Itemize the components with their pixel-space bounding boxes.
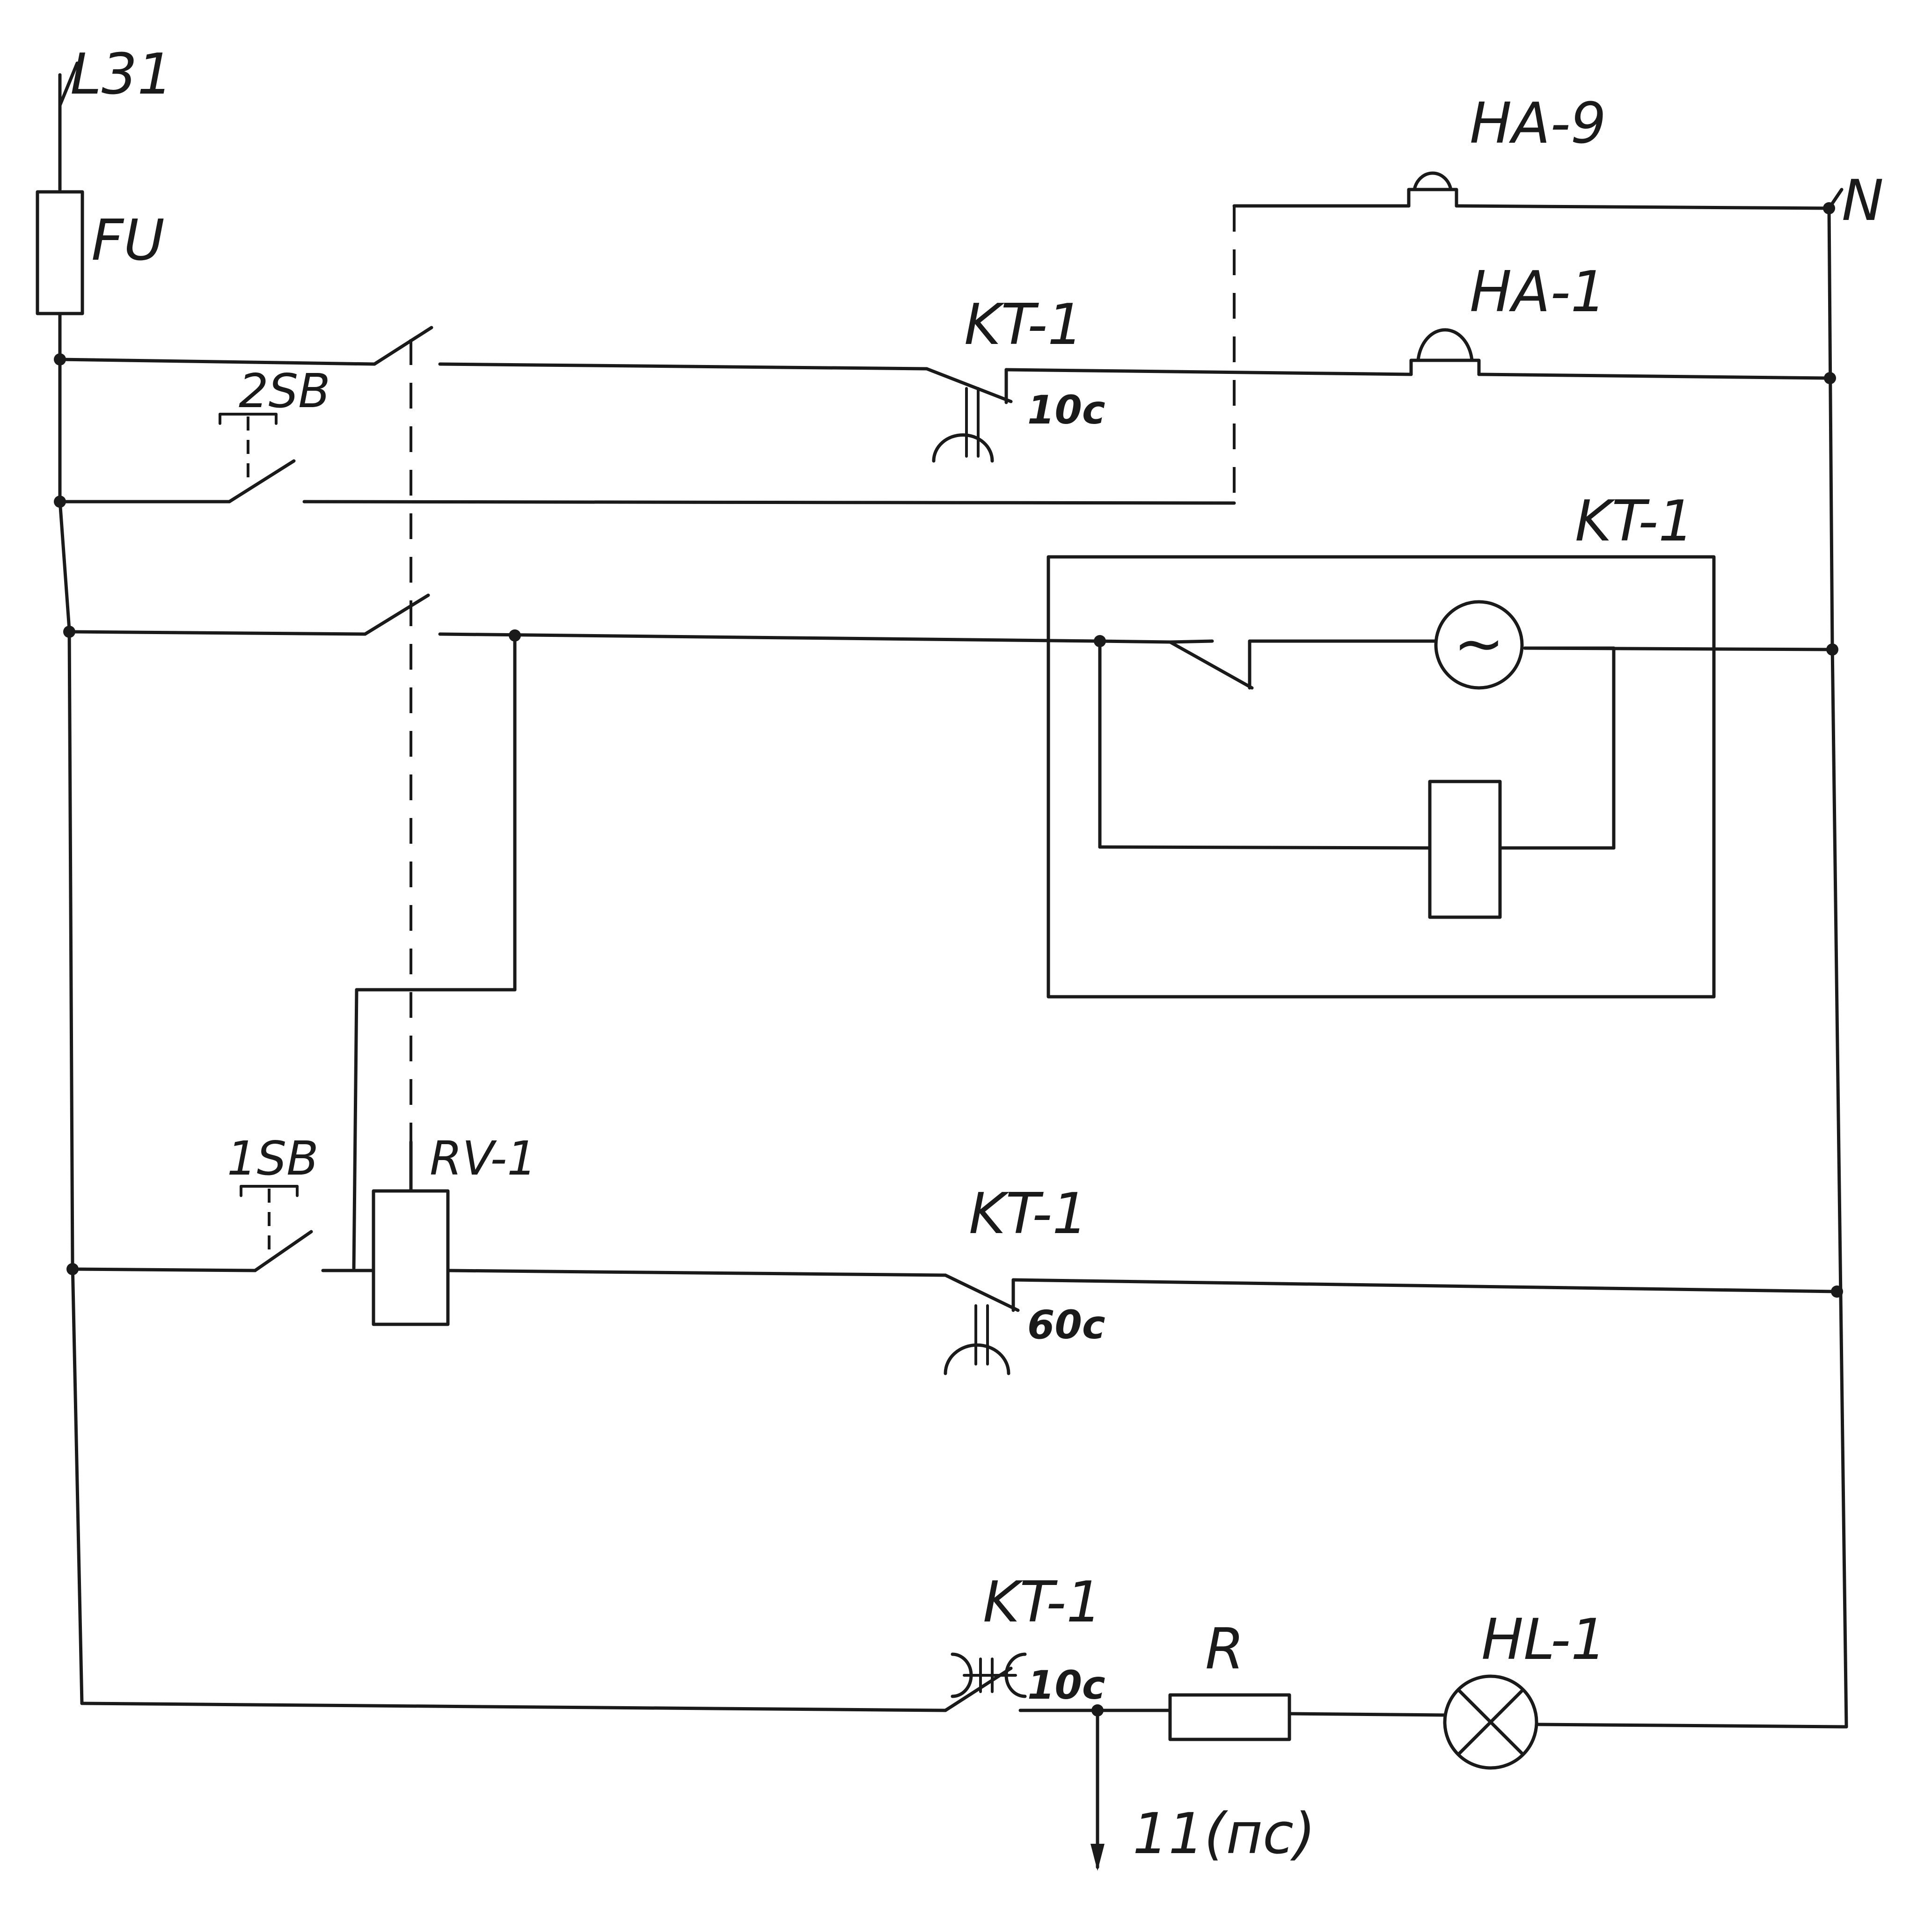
- button-2sb-label: 2SB: [239, 364, 330, 418]
- timer-mid-label: KT-1: [969, 1182, 1088, 1247]
- row-5: [71, 1140, 1839, 1312]
- neutral-label: N: [1842, 168, 1884, 234]
- supply-label: L31: [70, 42, 173, 107]
- row-2: [58, 326, 1831, 380]
- button-2sb: [219, 413, 278, 482]
- motor-symbol-circle: [1434, 600, 1524, 690]
- timer-top-label: KT-1: [964, 292, 1083, 358]
- timer-contact-top: [925, 367, 1013, 463]
- junction-dots: [54, 202, 1843, 1716]
- resistor-r: [1168, 1693, 1291, 1741]
- button-1sb-label: 1SB: [227, 1131, 319, 1186]
- timer-coil: [1428, 780, 1502, 919]
- button-1sb: [240, 1185, 299, 1249]
- horn-ha9-label: HA-9: [1470, 91, 1606, 156]
- output-label: 11(пс): [1133, 1802, 1316, 1867]
- left-bus: [58, 73, 84, 1705]
- row-4: [67, 593, 1834, 1270]
- timer-bottom-delay: 10c: [1027, 1662, 1105, 1708]
- timer-contact-bottom: [951, 1652, 1027, 1698]
- row-3: [58, 459, 1236, 505]
- supply-terminal-arrow: [58, 61, 79, 107]
- timer-top-delay: 10c: [1027, 387, 1105, 433]
- timer-mid-delay: 60c: [1027, 1302, 1105, 1348]
- resistor-label: R: [1205, 1617, 1244, 1682]
- timer-box: [1046, 555, 1716, 999]
- fuse: [36, 190, 84, 315]
- timer-bottom-label: KT-1: [983, 1570, 1102, 1635]
- lamp-label: HL-1: [1481, 1607, 1606, 1672]
- horn-ha9: [1407, 171, 1458, 208]
- row-6: [80, 1666, 1848, 1869]
- output-arrow: [1090, 1844, 1105, 1871]
- lamp-hl1: [1443, 1674, 1538, 1770]
- timer-contact-mid: [944, 1304, 1010, 1375]
- fuse-label: FU: [91, 208, 165, 273]
- horn-ha1-label: HA-1: [1470, 260, 1606, 325]
- relay-rv1-label: RV-1: [430, 1131, 537, 1186]
- motor-symbol: ~: [1454, 608, 1505, 679]
- horn-ha1: [1409, 328, 1481, 376]
- timer-box-label: KT-1: [1575, 489, 1694, 554]
- right-bus: [1827, 188, 1848, 1729]
- relay-rv1-coil: [372, 1189, 450, 1326]
- row-ha9: [1232, 204, 1831, 503]
